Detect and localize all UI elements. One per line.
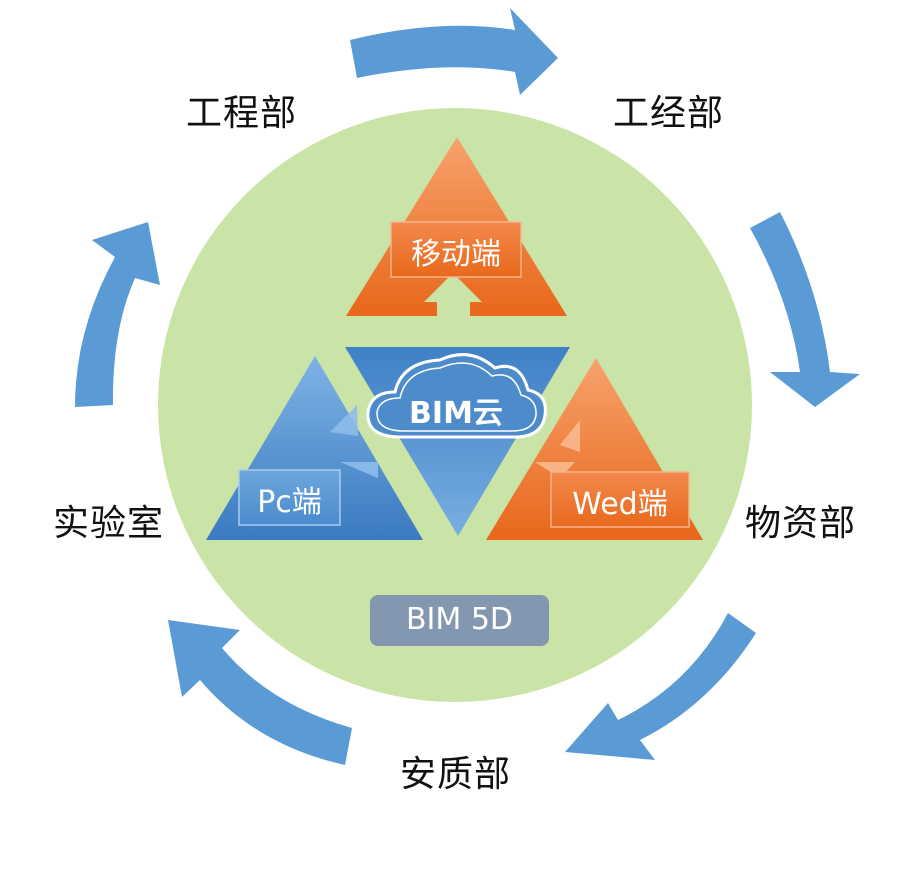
arrow-right-bottom [565,613,756,760]
cloud-label: BIM云 [409,396,503,431]
arrow-left [75,222,160,407]
web-label: Wed端 [572,487,668,522]
arrow-bottom-left [168,620,352,765]
mobile-box [390,221,522,278]
core-label: BIM 5D [405,602,514,637]
mobile-label: 移动端 [411,237,501,272]
dept-materials: 物资部 [745,503,857,544]
web-box [550,471,690,528]
arrow-top [350,8,558,95]
pc-box [238,469,341,526]
dept-engineering-economics: 工经部 [613,93,725,134]
web-inner-arrow [535,420,580,478]
arrow-right-top [750,212,860,407]
dept-laboratory: 实验室 [53,503,165,544]
pc-label: Pc端 [257,485,322,520]
pc-inner-arrow [330,405,378,478]
cycle-arrows [75,8,860,765]
core-badge [370,595,549,646]
dept-safety-quality: 安质部 [400,754,512,795]
cloud-icon [366,353,547,439]
dept-engineering: 工程部 [186,93,298,134]
